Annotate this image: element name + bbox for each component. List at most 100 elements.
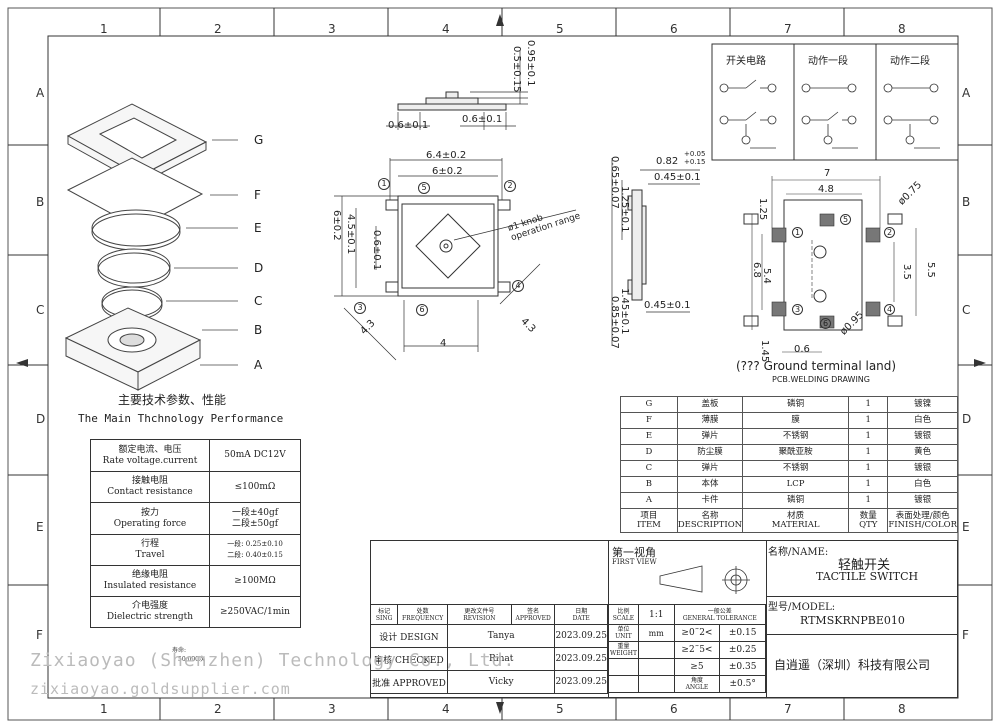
product-name-en: TACTILE SWITCH: [816, 570, 919, 583]
name-label: 名称/NAME:: [768, 547, 829, 558]
pcb-pin-6: 6: [820, 318, 831, 329]
param-en: Dielectric strength: [106, 612, 194, 622]
bom-item: C: [620, 460, 678, 477]
bom-finish: 镀银: [887, 492, 958, 509]
dim-top-06-left: 0.6±0.1: [388, 120, 429, 131]
dim-front-6.4: 6.4±0.2: [426, 150, 467, 161]
grid-col-2-bottom: 2: [214, 702, 222, 716]
bom-header-qty-cn: 数量: [859, 510, 877, 521]
life-value: 50,000次: [178, 656, 205, 663]
param-cn: 行程: [140, 539, 159, 549]
grid-row-a-right: A: [962, 86, 971, 100]
pin-6-marker: 6: [416, 304, 428, 316]
bom-qty: 1: [848, 444, 889, 461]
grid-row-b: B: [36, 195, 45, 209]
dim-front-0.6: 0.6±0.1: [371, 230, 382, 271]
tolerance-range: ≥5: [673, 658, 721, 676]
tolerance-row: ≥5 ±0.35: [608, 658, 766, 676]
dim-pcb-5.5: 5.5: [925, 262, 936, 278]
grid-row-e: E: [36, 520, 44, 534]
watermark-url: zixiaoyao.goldsupplier.com: [30, 680, 291, 698]
param-en: Travel: [135, 550, 165, 560]
dim-pcb-7: 7: [824, 168, 831, 179]
dim-side-1.25: 1.25±0.1: [619, 186, 630, 233]
grid-col-3-bottom: 3: [328, 702, 336, 716]
dim-side-0.85: 0.85±0.07: [609, 296, 620, 349]
grid-col-6: 6: [670, 22, 678, 36]
grid-col-2: 2: [214, 22, 222, 36]
dim-pcb-1.25: 1.25: [757, 198, 768, 221]
signoff-role: 设计 DESIGN: [370, 624, 448, 648]
signoff-row: 批准 APPROVED Vicky 2023.09.25: [370, 670, 608, 694]
rev-header-frequency: 处数 FREQUENCY: [397, 604, 448, 625]
performance-title-cn: 主要技术参数、性能: [118, 393, 227, 407]
title-block-divider: [766, 540, 767, 698]
bom-desc: 本体: [676, 476, 744, 493]
watermark-company: Zixiaoyao (Shenzhen) Technology Co., Ltd…: [30, 650, 516, 671]
dim-side-tol-lower: +0.15: [684, 158, 706, 166]
bom-header-desc-en: DESCRIPTION: [677, 519, 743, 530]
grid-col-8-bottom: 8: [898, 702, 906, 716]
bom-desc: 防尘膜: [676, 444, 744, 461]
grid-row-b-right: B: [962, 195, 971, 209]
title-block-divider: [766, 596, 958, 597]
grid-col-8: 8: [898, 22, 906, 36]
dim-pcb-5.4: 5.4: [761, 268, 772, 284]
dim-front-4: 4: [440, 338, 447, 349]
pcb-pin-2: 2: [884, 227, 895, 238]
dim-side-tol-upper: +0.05: [684, 150, 706, 158]
pcb-drawing-title: (??? Ground terminal land): [736, 359, 897, 373]
bom-item: B: [620, 476, 678, 493]
dim-front-6-vert: 6±0.2: [331, 210, 342, 241]
first-view-en: FIRST VIEW: [612, 558, 657, 566]
tolerance-range: ≥0˜2<: [673, 624, 721, 642]
grid-col-7: 7: [784, 22, 792, 36]
part-label-e: E: [254, 221, 262, 235]
rev-header-date: 日期 DATE: [554, 604, 608, 625]
bom-item: D: [620, 444, 678, 461]
dim-side-0.45-top: 0.45±0.1: [654, 172, 701, 183]
dim-front-4.5: 4.5±0.1: [345, 214, 356, 255]
bom-finish: 镀银: [887, 428, 958, 445]
signoff-row: 审核 CHECKED Rinat 2023.09.25: [370, 647, 608, 671]
scale-label: 比例 SCALE: [608, 604, 639, 625]
bom-material: 不锈钢: [742, 460, 850, 477]
bom-item: A: [620, 492, 678, 509]
bom-material: LCP: [742, 476, 850, 493]
bom-item: F: [620, 412, 678, 429]
bom-finish: 白色: [887, 412, 958, 429]
grid-row-f: F: [36, 628, 43, 642]
bom-desc: 卡件: [676, 492, 744, 509]
pcb-pin-1: 1: [792, 227, 803, 238]
part-label-g: G: [254, 133, 264, 147]
angle-label: 角度 ANGLE: [673, 675, 721, 693]
param-cn: 按力: [140, 507, 159, 518]
param-en: Operating force: [113, 518, 187, 529]
bom-finish: 镀镍: [887, 396, 958, 413]
model-label: 型号/MODEL:: [768, 602, 836, 613]
bom-qty: 1: [848, 428, 889, 445]
param-en: Rate voltage.current: [102, 455, 198, 466]
bom-material: 不锈钢: [742, 428, 850, 445]
grid-row-f-right: F: [962, 628, 969, 642]
param-value: 一段: 0.25±0.10 二段: 0.40±0.15: [209, 534, 301, 566]
bom-finish: 镀银: [887, 460, 958, 477]
bom-material: 聚酰亚胺: [742, 444, 850, 461]
grid-col-4: 4: [442, 22, 450, 36]
revision-header-row: 标记 SING 处数 FREQUENCY 更改文件号 REVISION 签名 A…: [369, 604, 608, 625]
grid-col-1: 1: [100, 22, 108, 36]
dim-top-06-right: 0.6±0.1: [462, 114, 503, 125]
pcb-drawing-subtitle: PCB.WELDING DRAWING: [772, 375, 870, 384]
company-name: 自逍遥（深圳）科技有限公司: [774, 658, 931, 672]
param-en: Contact resistance: [107, 487, 193, 497]
performance-title-en: The Main Thchnology Performance: [78, 412, 284, 425]
tolerance-range: ≥2˜5<: [673, 641, 721, 659]
circuit-header-switch: 开关电路: [726, 56, 766, 67]
